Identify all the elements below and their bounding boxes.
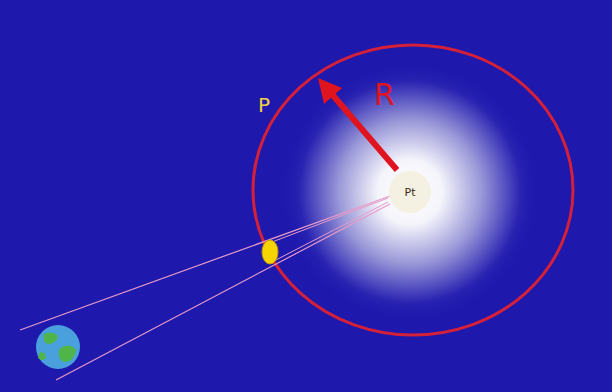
symbol-label: P <box>258 95 270 115</box>
arrow-head <box>318 78 342 104</box>
sight-line <box>272 202 388 262</box>
star <box>262 240 278 264</box>
glow <box>280 62 540 322</box>
orbit-ellipse <box>253 45 573 335</box>
sight-line <box>272 198 388 242</box>
symbol-label: R <box>374 80 395 110</box>
sight-line <box>20 196 390 330</box>
earth <box>36 325 80 369</box>
planet-circle: Pt <box>388 170 432 214</box>
sight-line <box>56 204 390 380</box>
planet-label: Pt <box>405 187 416 198</box>
